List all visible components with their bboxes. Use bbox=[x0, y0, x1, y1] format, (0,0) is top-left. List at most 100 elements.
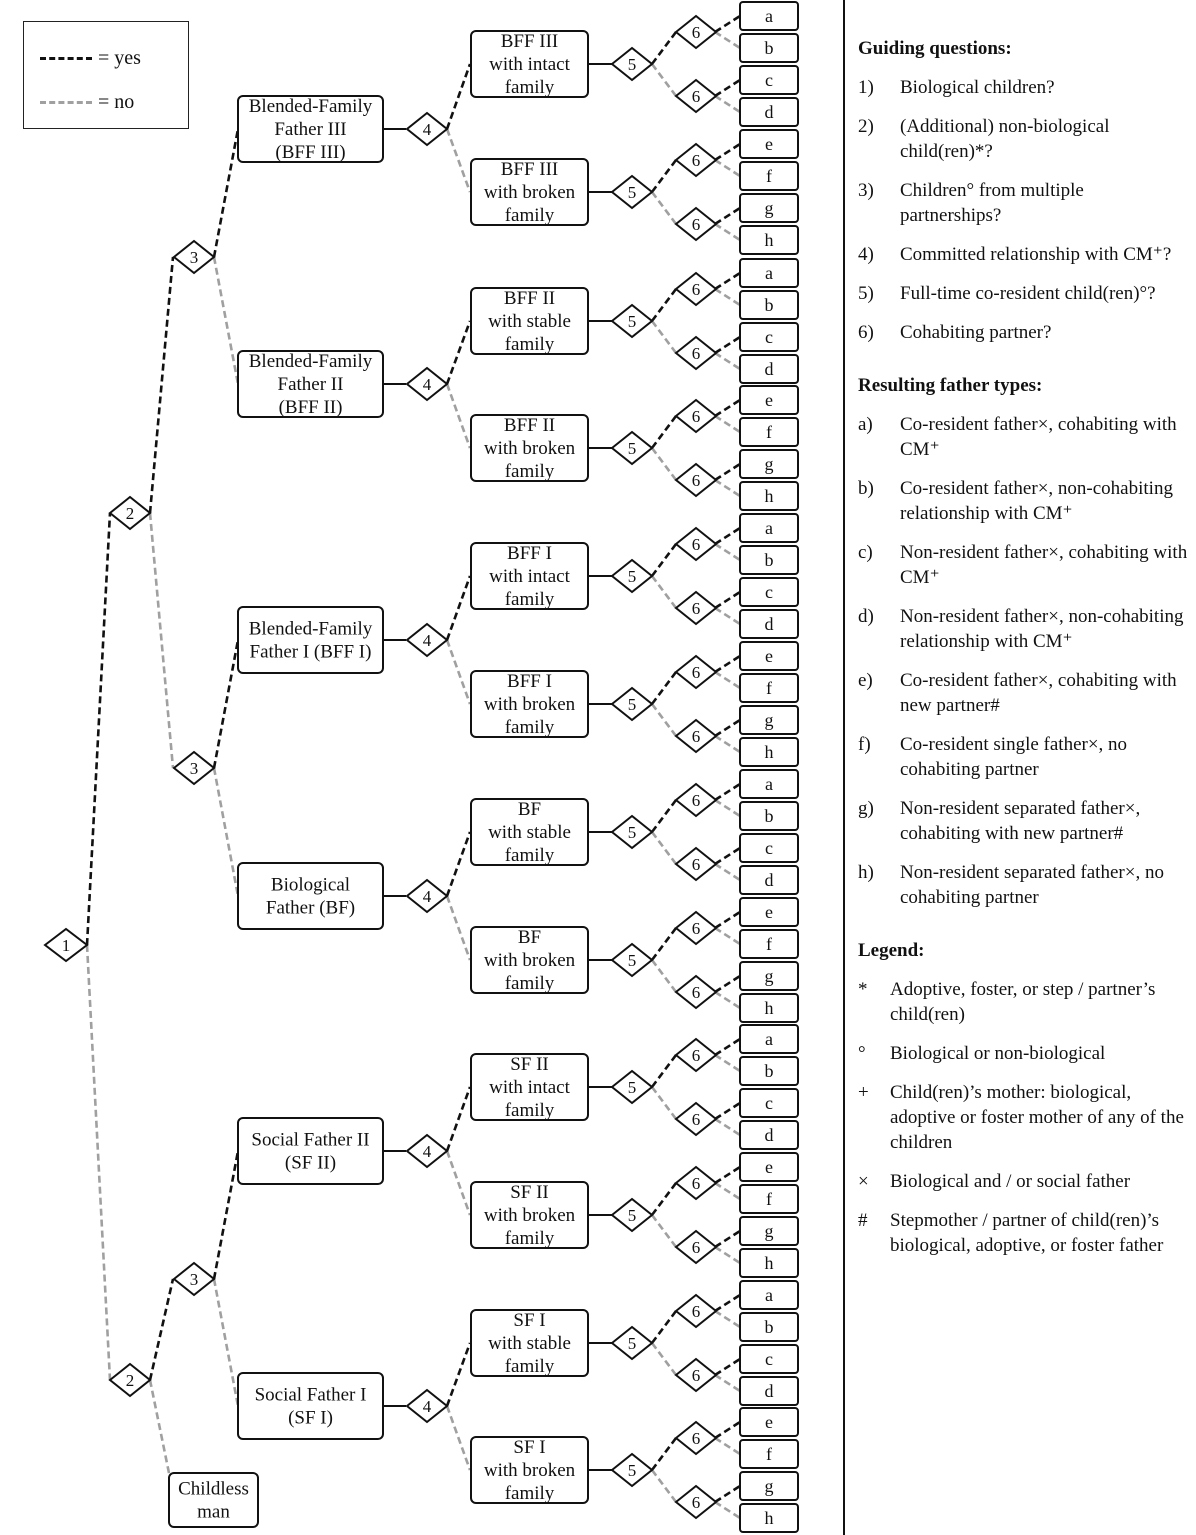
decision-diamond bbox=[674, 1484, 718, 1520]
legend-note-item-text: Biological or non-biological bbox=[890, 1043, 1106, 1064]
outcome-label: g bbox=[765, 198, 774, 218]
yes-edge bbox=[650, 415, 678, 449]
decision-number: 3 bbox=[190, 759, 199, 778]
yes-edge bbox=[212, 128, 240, 258]
decision-number: 1 bbox=[62, 936, 71, 955]
outcome-box bbox=[739, 1407, 799, 1437]
no-edge bbox=[650, 831, 678, 865]
family-box-text: SF II bbox=[510, 1054, 549, 1075]
no-edge bbox=[650, 703, 678, 737]
father-type-box-text: Biological bbox=[271, 875, 350, 896]
outcome-label: f bbox=[766, 678, 772, 698]
no-edge bbox=[445, 383, 472, 449]
outcome-box bbox=[739, 225, 799, 255]
outcome-label: c bbox=[765, 838, 773, 858]
result-item-text: Co-resident father×, non-cohabiting rela… bbox=[900, 478, 1173, 524]
family-box-text: with broken bbox=[484, 438, 576, 459]
yes-edge bbox=[714, 526, 741, 546]
no-edge bbox=[714, 30, 741, 50]
outcome-label: e bbox=[765, 1157, 773, 1177]
no-edge bbox=[445, 895, 472, 961]
outcome-box bbox=[739, 1439, 799, 1469]
legend-note-item-text: Adoptive, foster, or step / partner’s ch… bbox=[890, 979, 1156, 1025]
no-edge bbox=[650, 447, 678, 481]
outcome-box bbox=[739, 1216, 799, 1246]
no-edge bbox=[714, 734, 741, 754]
family-box bbox=[470, 414, 589, 482]
yes-edge bbox=[714, 1101, 741, 1121]
outcome-label: c bbox=[765, 70, 773, 90]
outcome-label: c bbox=[765, 582, 773, 602]
guiding-questions-section: Guiding questions: 1)Biological children… bbox=[858, 36, 1188, 345]
outcome-box bbox=[739, 1248, 799, 1278]
decision-number: 6 bbox=[692, 1429, 701, 1448]
family-box-text: with intact bbox=[489, 566, 570, 587]
no-edge bbox=[445, 639, 472, 705]
decision-diamond bbox=[610, 46, 654, 82]
decision-diamond bbox=[674, 910, 718, 946]
decision-number: 6 bbox=[692, 1046, 701, 1065]
family-box-text: family bbox=[505, 461, 555, 482]
outcome-box bbox=[739, 993, 799, 1023]
decision-diamond bbox=[674, 142, 718, 178]
result-item-label: h) bbox=[858, 862, 874, 883]
no-edge bbox=[714, 94, 741, 114]
decision-diamond bbox=[674, 654, 718, 690]
guiding-list: 1)Biological children?2)(Additional) non… bbox=[858, 75, 1188, 345]
result-item-label: g) bbox=[858, 798, 874, 819]
decision-number: 2 bbox=[126, 504, 135, 523]
family-box-text: BF bbox=[518, 799, 541, 820]
result-item-5: e)Co-resident father×, cohabiting with n… bbox=[858, 668, 1188, 718]
no-edge bbox=[650, 63, 678, 97]
yes-edge bbox=[714, 462, 741, 482]
result-item-3: c)Non-resident father×, cohabiting with … bbox=[858, 540, 1188, 590]
outcome-label: h bbox=[765, 1253, 774, 1273]
decision-diamond bbox=[405, 111, 449, 147]
no-edge bbox=[714, 1053, 741, 1073]
outcome-box bbox=[739, 1088, 799, 1118]
decision-number: 5 bbox=[628, 1334, 637, 1353]
yes-edge bbox=[714, 142, 741, 162]
decision-diamond bbox=[405, 878, 449, 914]
decision-number: 6 bbox=[692, 663, 701, 682]
decision-number: 2 bbox=[126, 1371, 135, 1390]
question-item-2: 2)(Additional) non-biological child(ren)… bbox=[858, 114, 1188, 164]
family-box bbox=[470, 1309, 589, 1377]
decision-number: 5 bbox=[628, 1078, 637, 1097]
decision-number: 6 bbox=[692, 151, 701, 170]
decision-number: 4 bbox=[423, 887, 432, 906]
decision-diamond bbox=[172, 750, 216, 786]
no-edge bbox=[212, 256, 240, 385]
decision-number: 6 bbox=[692, 344, 701, 363]
family-box bbox=[470, 926, 589, 994]
no-edge bbox=[650, 575, 678, 609]
outcome-label: c bbox=[765, 1093, 773, 1113]
decision-diamond bbox=[405, 366, 449, 402]
outcome-box bbox=[739, 577, 799, 607]
result-item-text: Non-resident father×, non-cohabiting rel… bbox=[900, 606, 1184, 652]
result-item-label: c) bbox=[858, 542, 873, 563]
yes-edge bbox=[714, 974, 741, 994]
decision-number: 4 bbox=[423, 631, 432, 650]
decision-number: 3 bbox=[190, 248, 199, 267]
decision-number: 5 bbox=[628, 695, 637, 714]
family-box-text: family bbox=[505, 845, 555, 866]
outcome-label: b bbox=[765, 295, 774, 315]
legend-note-item-4: ×Biological and / or social father bbox=[858, 1169, 1188, 1194]
outcome-label: d bbox=[765, 614, 774, 634]
decision-number: 5 bbox=[628, 1206, 637, 1225]
outcome-label: e bbox=[765, 1412, 773, 1432]
decision-diamond bbox=[674, 78, 718, 114]
no-edge bbox=[85, 944, 112, 1381]
legend-note-item-2: °Biological or non-biological bbox=[858, 1041, 1188, 1066]
family-box bbox=[470, 1053, 589, 1121]
question-item-label: 4) bbox=[858, 244, 874, 265]
family-box-text: BFF II bbox=[504, 288, 555, 309]
no-edge bbox=[714, 1181, 741, 1201]
legend-section-title: Legend: bbox=[858, 940, 925, 961]
father-type-box-text: Blended-Family bbox=[249, 96, 373, 117]
father-type-box-text: (BFF III) bbox=[275, 142, 345, 163]
no-edge bbox=[445, 1405, 472, 1471]
yes-edge bbox=[714, 782, 741, 802]
outcome-box bbox=[739, 97, 799, 127]
